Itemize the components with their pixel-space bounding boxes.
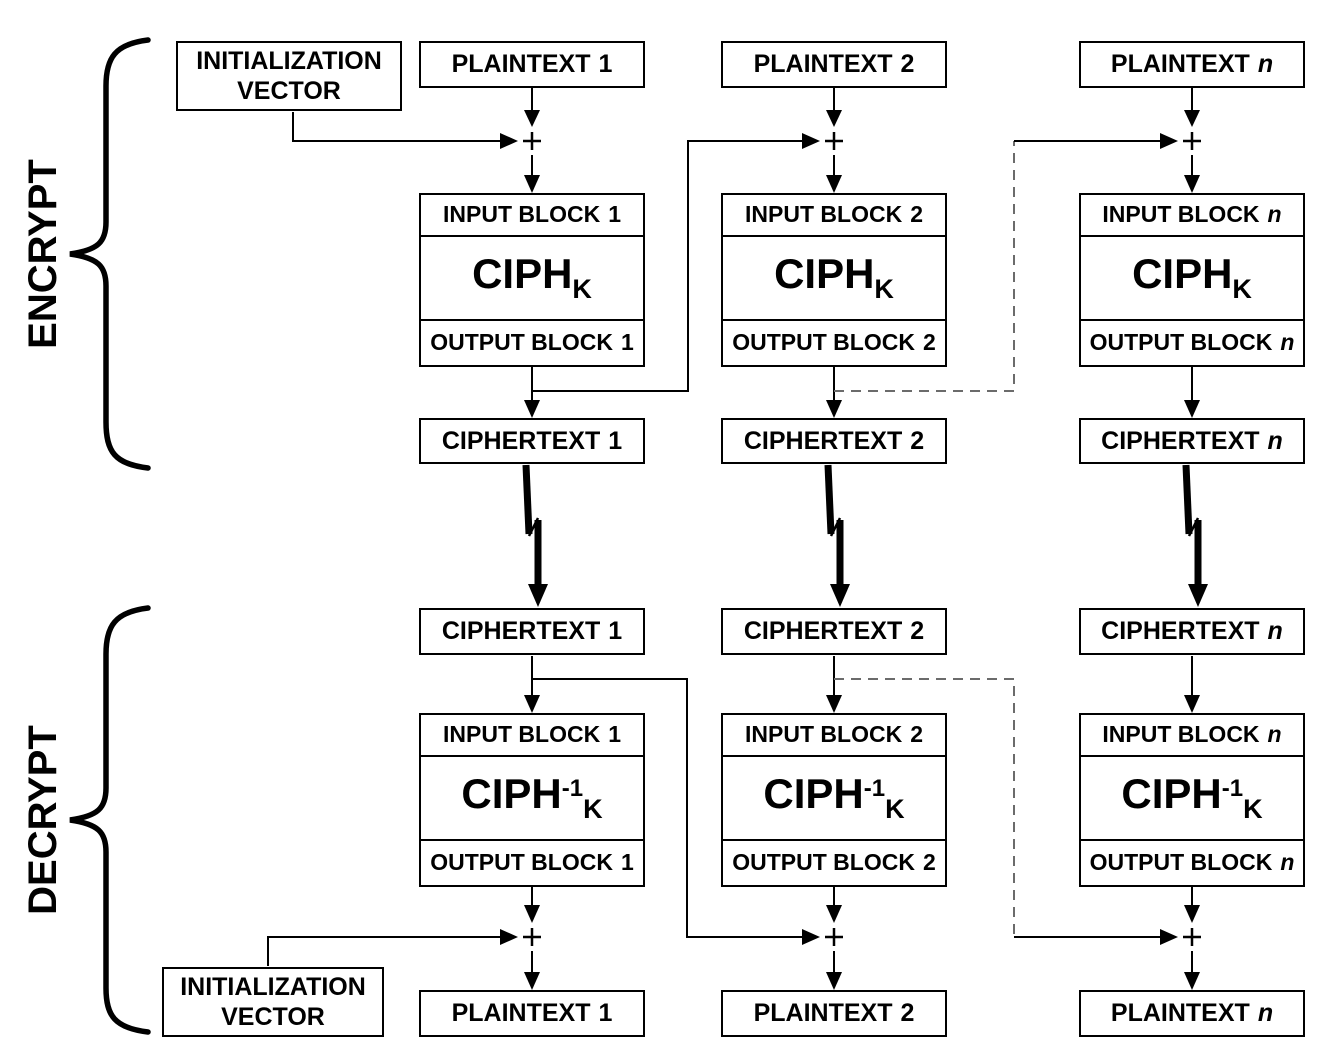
dec-cipher-2: CIPH-1K [763,770,905,824]
encrypt-section-label: ENCRYPT [21,159,65,349]
dec-plaintext-2-num: 2 [900,999,915,1027]
transmission-bolt-1 [522,464,548,607]
enc-col1-wires [518,88,546,418]
enc-ciphertext-n-num: n [1267,426,1283,455]
enc-ciphertext-2-num: 2 [910,426,925,455]
dec-ciphertext-2-label: CIPHERTEXT [743,617,903,645]
dec-ciphertext-2-num: 2 [910,617,925,645]
iv-bottom-box: INITIALIZATION VECTOR [162,967,384,1037]
enc-ciphertext-2-label: CIPHERTEXT [743,426,903,455]
dec-ciphertext-1-label: CIPHERTEXT [441,617,601,645]
encrypt-brace [69,37,151,471]
enc-coln-wires [1178,88,1206,418]
enc-feedback-1to2-wire [532,133,820,392]
enc-plaintext-n-label: PLAINTEXT [1110,50,1250,78]
iv-top-line1: INITIALIZATION [196,46,382,75]
iv-bottom-line2: VECTOR [221,1003,325,1031]
transmission-bolt-2 [824,464,850,607]
enc-plaintext-1-label: PLAINTEXT [451,50,591,78]
enc-feedback-2ton-wire [834,133,1178,392]
iv-top-box: INITIALIZATION VECTOR [176,41,402,111]
enc-plaintext-n-num: n [1257,50,1274,78]
enc-cipher-1: CIPHK [472,250,592,304]
dec-feedback-2ton-wire [834,678,1178,945]
dec-plaintext-1-num: 1 [598,999,613,1027]
enc-cipher-2: CIPHK [774,250,894,304]
dec-plaintext-n-num: n [1257,999,1274,1027]
decrypt-section-label: DECRYPT [21,725,65,915]
dec-coln-wires [1178,656,1206,990]
enc-ciphertext-1-num: 1 [608,426,623,455]
dec-plaintext-n-label: PLAINTEXT [1110,999,1250,1027]
dec-iv-wire [267,929,518,966]
dec-col2-wires [820,656,848,990]
dec-plaintext-2-label: PLAINTEXT [753,999,893,1027]
enc-col2-wires [820,88,848,418]
dec-cipher-1: CIPH-1K [461,770,603,824]
dec-feedback-1to2-wire [532,678,820,945]
iv-top-line2: VECTOR [237,77,341,105]
enc-plaintext-2-num: 2 [900,50,915,78]
enc-plaintext-1-num: 1 [598,50,613,78]
iv-bottom-line1: INITIALIZATION [180,972,366,1001]
dec-ciphertext-n-num: n [1267,617,1283,645]
enc-plaintext-2-label: PLAINTEXT [753,50,893,78]
dec-ciphertext-1-num: 1 [608,617,623,645]
transmission-bolt-n [1182,464,1208,607]
decrypt-brace [69,605,151,1035]
dec-col1-wires [518,656,546,990]
dec-plaintext-1-label: PLAINTEXT [451,999,591,1027]
dec-ciphertext-n-label: CIPHERTEXT [1101,617,1260,645]
enc-iv-wire [292,112,518,149]
enc-ciphertext-n-label: CIPHERTEXT [1101,426,1260,455]
enc-ciphertext-1-label: CIPHERTEXT [441,426,601,455]
enc-cipher-n: CIPHK [1132,250,1252,304]
dec-cipher-n: CIPH-1K [1121,770,1263,824]
